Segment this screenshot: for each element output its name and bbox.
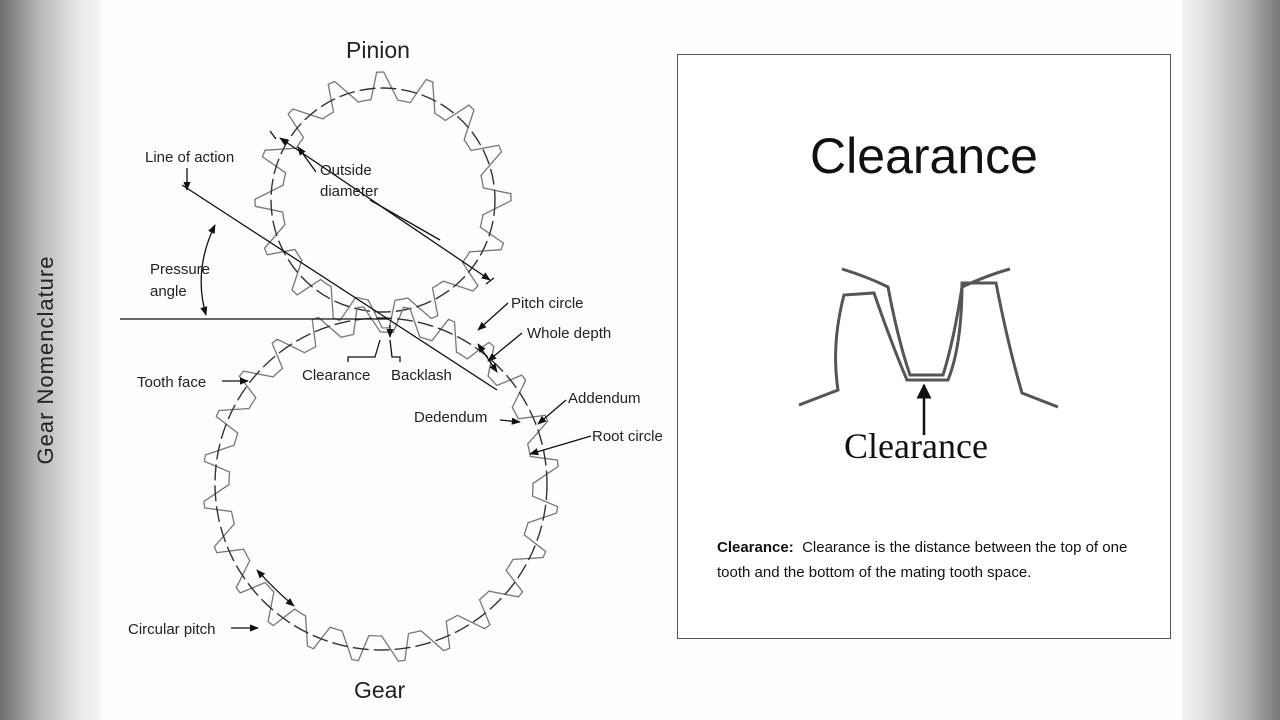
gear-label: Gear bbox=[354, 677, 405, 703]
pinion-teeth bbox=[254, 71, 512, 329]
outside-diameter-leader-b bbox=[369, 199, 441, 241]
whole-depth-leader bbox=[487, 332, 523, 362]
outside-diameter-tick-b bbox=[485, 277, 495, 285]
pressure-angle-label-1: Pressure bbox=[150, 261, 210, 278]
gear-teeth bbox=[203, 306, 559, 662]
clearance-tooth-profile: Clearance bbox=[798, 267, 1059, 466]
backlash-leader bbox=[389, 339, 401, 362]
whole-depth-span bbox=[477, 343, 498, 373]
pinion-label: Pinion bbox=[346, 37, 410, 63]
definition-term: Clearance: bbox=[717, 539, 794, 556]
outside-diameter-label-1: Outside bbox=[320, 162, 372, 179]
clearance-leader bbox=[347, 339, 381, 362]
outside-diameter-leader-a bbox=[297, 146, 317, 173]
outside-diameter-tick-a bbox=[269, 130, 277, 140]
gear-pitch-circle bbox=[214, 317, 548, 651]
whole-depth-label: Whole depth bbox=[527, 325, 611, 342]
pressure-angle-arc bbox=[200, 224, 216, 316]
root-circle-label: Root circle bbox=[592, 428, 663, 445]
circular-pitch-label: Circular pitch bbox=[128, 621, 216, 638]
tooth-face-label: Tooth face bbox=[137, 374, 206, 391]
mating-tooth bbox=[841, 267, 1011, 377]
line-of-action bbox=[181, 184, 498, 391]
circular-pitch-arc bbox=[256, 569, 295, 607]
dedendum-label: Dedendum bbox=[414, 409, 487, 426]
gear-nomenclature-diagram: Pinion Gear Line of action Outside diame… bbox=[120, 37, 663, 703]
panel-title: Clearance bbox=[810, 128, 1038, 184]
clearance-figure-label: Clearance bbox=[844, 426, 988, 466]
outside-diameter-label-2: diameter bbox=[320, 183, 378, 200]
pinion-pitch-circle bbox=[270, 87, 496, 313]
pitch-circle-label: Pitch circle bbox=[511, 295, 584, 312]
pressure-angle-label-2: angle bbox=[150, 283, 187, 300]
pitch-circle-leader bbox=[477, 302, 509, 331]
clearance-definition: Clearance: Clearance is the distance bet… bbox=[717, 535, 1157, 585]
root-circle-leader bbox=[529, 435, 592, 456]
definition-text: Clearance is the distance between the to… bbox=[717, 539, 1128, 581]
clearance-diagram-label: Clearance bbox=[302, 367, 370, 384]
addendum-leader bbox=[537, 399, 567, 425]
line-of-action-label: Line of action bbox=[145, 149, 234, 166]
dedendum-leader bbox=[499, 417, 521, 425]
backlash-label: Backlash bbox=[391, 367, 452, 384]
tooth-space-profile bbox=[798, 281, 1059, 409]
addendum-label: Addendum bbox=[568, 390, 641, 407]
clearance-panel: Clearance Clearance Clearance: Clearance… bbox=[677, 54, 1171, 639]
